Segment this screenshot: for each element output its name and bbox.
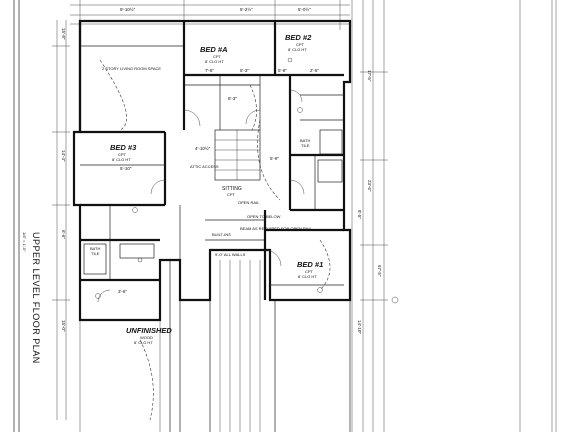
right-dimension-lines: 17'-5" 23'-6" 8'-5" 14'-10" 67'-5" <box>351 0 557 432</box>
room-built-ins-label: BUILT-INS <box>212 232 231 237</box>
room-open-living-label: 2 STORY LIVING ROOM SPACE <box>102 66 161 71</box>
room-unfinished-name: UNFINISHED <box>126 326 172 335</box>
wall-note: 9'-0" ALL WALLS <box>215 252 246 257</box>
right-dim-label: 8'-5" <box>357 210 362 219</box>
inner-dim-label: 6'-3" <box>228 96 237 101</box>
left-dim-label: 6'-6" <box>61 230 66 239</box>
interior-walls <box>80 21 344 300</box>
room-unfinished-note: WOOD <box>140 335 153 340</box>
top-dimension-lines: 9'-10½" 5'-2½" 5'-0½" <box>70 0 350 30</box>
room-sitting-note: CPT <box>227 192 236 197</box>
room-bed-1-ceiling: 8' CLG HT <box>298 274 317 279</box>
top-dim-label: 5'-0½" <box>298 6 311 12</box>
left-dimension-lines: 15'-8" 14'-4" 6'-6" 15'-0" <box>52 20 70 420</box>
room-unfinished-ceiling: 8' CLG HT <box>134 340 153 345</box>
room-bed-a-ceiling: 8' CLG HT <box>205 59 224 64</box>
left-dim-label: 15'-0" <box>61 320 66 332</box>
inner-dim-label: 7'-6" <box>205 68 214 73</box>
room-labels: BED #A CPT 8' CLG HT BED #2 CPT 8' CLG H… <box>90 33 323 345</box>
drawing-notes: ATTIC ACCESS BEAM AS REQUIRED FOR OPEN R… <box>190 164 313 257</box>
right-dim-label: 23'-6" <box>367 180 372 192</box>
overhead-lines <box>99 59 331 421</box>
right-dim-label: 17'-5" <box>367 70 372 82</box>
right-dim-label: 67'-5" <box>377 265 382 277</box>
room-bed-3-name: BED #3 <box>110 143 137 152</box>
room-bed-1-name: BED #1 <box>297 260 323 269</box>
lower-porch-lines <box>79 260 351 432</box>
room-bed-3-note: CPT <box>118 152 127 157</box>
room-sitting-name: SITTING <box>222 186 242 192</box>
room-bed-2-name: BED #2 <box>285 33 312 42</box>
left-dim-label: 15'-8" <box>61 28 66 40</box>
sheet-title-block: UPPER LEVEL FLOOR PLAN 1/4" = 1'-0" <box>22 232 41 364</box>
sheet-title: UPPER LEVEL FLOOR PLAN <box>31 232 41 364</box>
electrical-symbols <box>95 57 399 304</box>
top-dim-label: 5'-2½" <box>240 6 253 12</box>
left-dim-label: 14'-4" <box>61 150 66 162</box>
room-bed-a-name: BED #A <box>200 45 228 54</box>
room-bath-2-name: BATH <box>90 246 100 251</box>
sheet-scale: 1/4" = 1'-0" <box>22 232 27 252</box>
top-dim-label: 9'-10½" <box>120 6 136 12</box>
room-bath-2-note: TILE <box>91 251 100 256</box>
beam-note: BEAM AS REQUIRED FOR OPEN RAIL <box>240 226 313 231</box>
mid-dim-label: 5'-10" <box>120 166 132 171</box>
stair-note: ATTIC ACCESS <box>190 164 219 169</box>
door-swings <box>97 89 305 303</box>
room-open-below-label: OPEN TO BELOW <box>247 214 281 219</box>
room-bed-2-note: CPT <box>296 42 305 47</box>
room-bed-3-ceiling: 8' CLG HT <box>112 157 131 162</box>
interior-dimensions: 7'-6" 5'-3" 5'-8" 2'-5" 6'-3" 5'-10" 4'-… <box>118 68 319 294</box>
inner-dim-label: 5'-3" <box>240 68 249 73</box>
room-bed-1-note: CPT <box>305 269 314 274</box>
inner-dim-label: 5'-8" <box>278 68 287 73</box>
mid-dim-label: 5'-9" <box>270 156 279 161</box>
right-dim-label: 14'-10" <box>357 320 362 334</box>
room-bed-2-ceiling: 8' CLG HT <box>288 47 307 52</box>
room-bed-a-note: CPT <box>213 54 222 59</box>
room-bath-1-note: TILE <box>301 143 310 148</box>
inner-dim-label: 2'-5" <box>310 68 319 73</box>
room-bath-1-name: BATH <box>300 138 310 143</box>
room-open-rail-label: OPEN RAIL <box>238 200 260 205</box>
mid-dim-label: 4'-10½" <box>195 145 211 151</box>
mid-dim-label: 3'-6" <box>118 289 127 294</box>
